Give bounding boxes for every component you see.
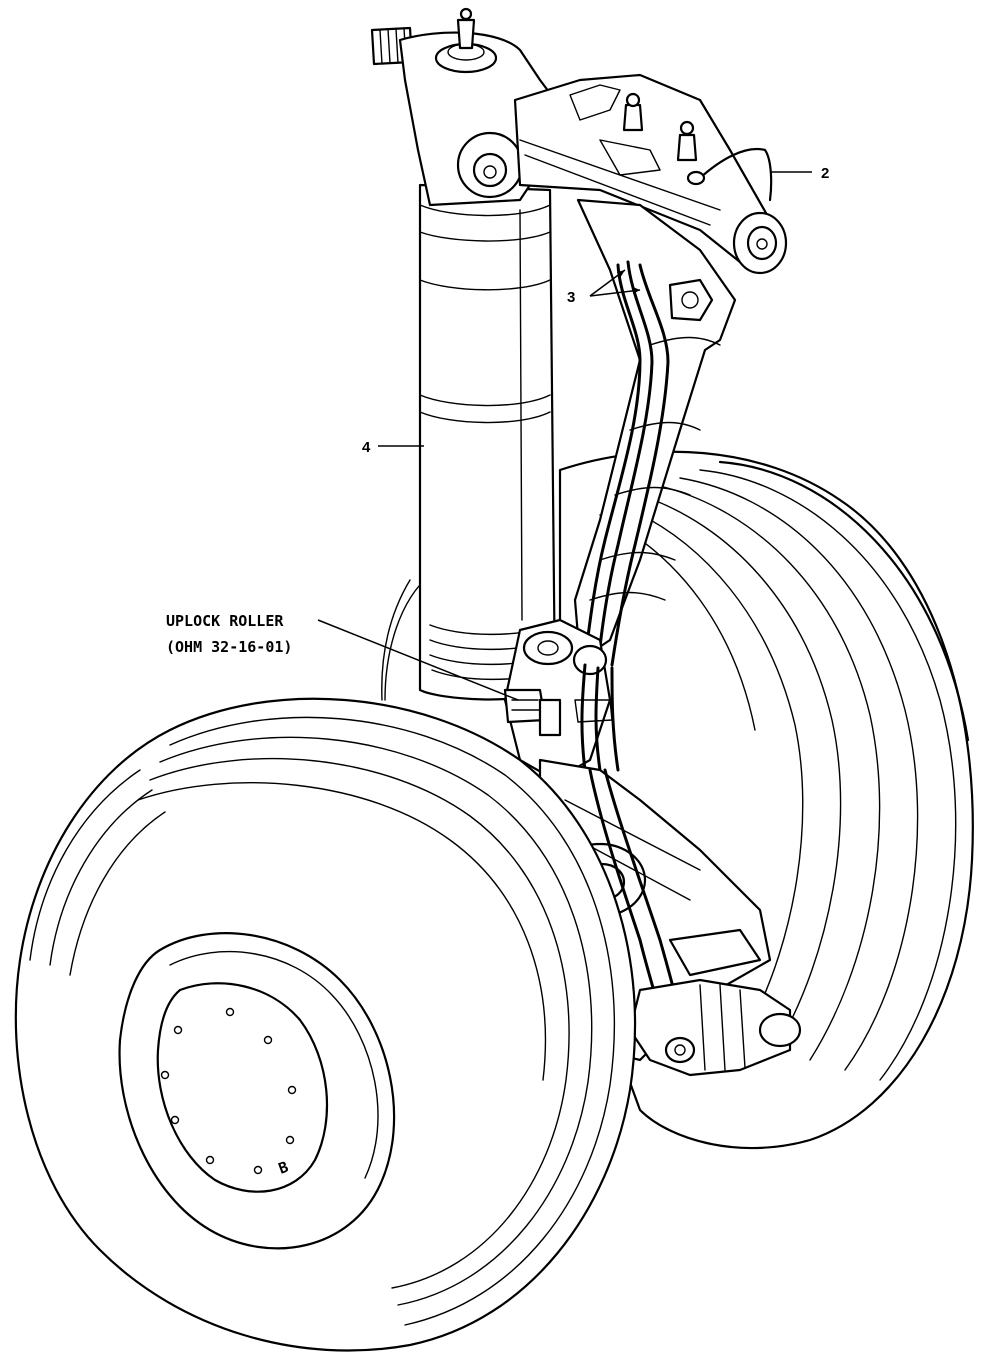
callout-3: 3 <box>567 289 575 306</box>
arrow-3b <box>633 287 640 294</box>
front-wheel[interactable]: B <box>14 697 637 1352</box>
side-brace <box>573 198 737 667</box>
callouts: 2 3 4 UPLOCK ROLLER (OHM 32-16-01) <box>166 165 829 701</box>
upper-trunnion <box>370 7 788 275</box>
uplock-roller-assembly <box>503 618 620 782</box>
uplock-roller-label: UPLOCK ROLLER <box>166 612 284 630</box>
callout-2: 2 <box>821 165 829 182</box>
callout-4: 4 <box>362 439 371 456</box>
main-strut <box>418 183 557 701</box>
leader-3b <box>589 289 641 297</box>
uplock-roller-reference: (OHM 32-16-01) <box>166 638 292 656</box>
leader-uplock <box>317 619 519 701</box>
rear-wheel-hub-edge-2 <box>381 579 411 701</box>
arrow-3a <box>617 270 625 278</box>
